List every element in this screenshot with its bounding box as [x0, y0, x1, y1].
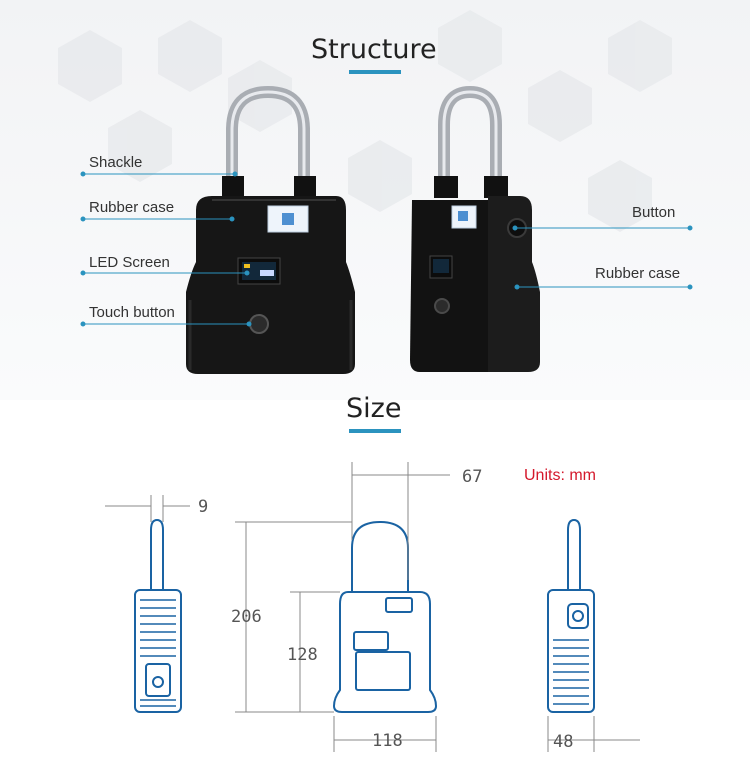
front-lock	[186, 85, 355, 374]
dimension-lines	[105, 462, 640, 752]
drawing-side-view-left	[134, 518, 182, 713]
dim-depth: 48	[553, 732, 573, 752]
callout-lines	[80, 171, 693, 327]
size-title: Size	[346, 393, 402, 424]
dim-body-width: 118	[372, 731, 403, 751]
size-section	[0, 400, 750, 776]
callout-rubber-case-left: Rubber case	[89, 199, 175, 216]
side-lock	[410, 85, 540, 372]
front-rubber-case	[186, 196, 355, 374]
callout-led-screen: LED Screen	[89, 254, 170, 271]
units-label: Units: mm	[524, 467, 596, 484]
drawing-side-view-right	[547, 518, 595, 713]
background-hexagons	[58, 10, 672, 232]
callout-rubber-case-right: Rubber case	[595, 265, 681, 282]
callout-shackle: Shackle	[89, 154, 143, 171]
callout-button: Button	[632, 204, 676, 221]
dim-shackle-width: 67	[462, 467, 482, 487]
dim-total-height: 206	[231, 607, 262, 627]
dim-side-thickness: 9	[198, 497, 208, 517]
dim-body-height: 128	[287, 645, 318, 665]
drawing-front-view	[332, 520, 438, 713]
callout-touch-button: Touch button	[89, 304, 175, 321]
structure-title-underline	[349, 70, 401, 74]
structure-title: Structure	[311, 34, 437, 65]
size-title-underline	[349, 429, 401, 433]
side-body-right	[488, 196, 540, 372]
side-body-left	[410, 200, 488, 372]
